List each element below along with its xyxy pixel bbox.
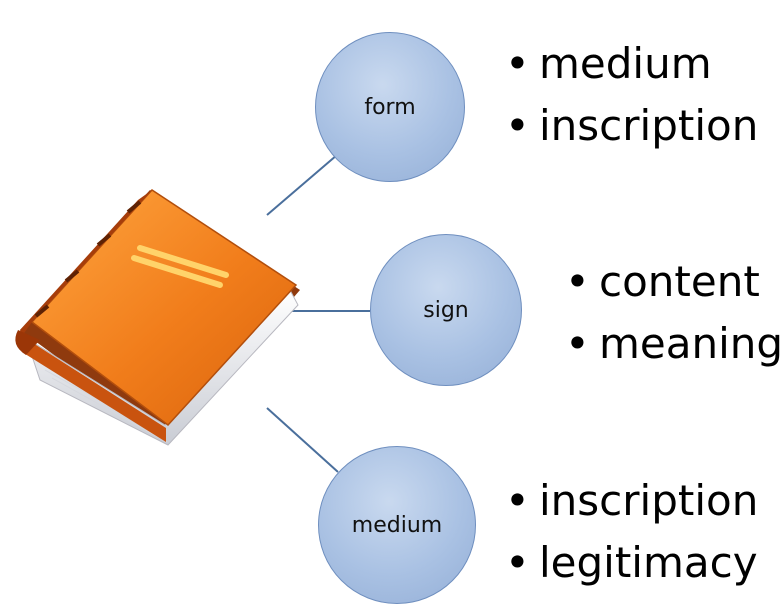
form-node: form bbox=[315, 32, 465, 182]
form-node-label: form bbox=[364, 94, 416, 120]
form-bullet-item: inscription bbox=[505, 95, 758, 157]
sign-bullet-item: content bbox=[565, 251, 782, 313]
form-bullet-item: medium bbox=[505, 33, 758, 95]
medium-bullet-list: inscription legitimacy bbox=[505, 470, 758, 594]
medium-node-label: medium bbox=[351, 512, 443, 538]
sign-node: sign bbox=[370, 234, 522, 386]
medium-bullet-item: inscription bbox=[505, 470, 758, 532]
medium-node: medium bbox=[318, 446, 476, 604]
medium-bullet-item: legitimacy bbox=[505, 532, 758, 594]
form-bullet-list: medium inscription bbox=[505, 33, 758, 157]
connector-medium bbox=[266, 407, 339, 473]
book-icon bbox=[15, 189, 300, 446]
connector-form bbox=[266, 154, 338, 216]
sign-node-label: sign bbox=[423, 297, 469, 323]
sign-bullet-item: meaning bbox=[565, 313, 782, 375]
sign-bullet-list: content meaning bbox=[565, 251, 782, 375]
